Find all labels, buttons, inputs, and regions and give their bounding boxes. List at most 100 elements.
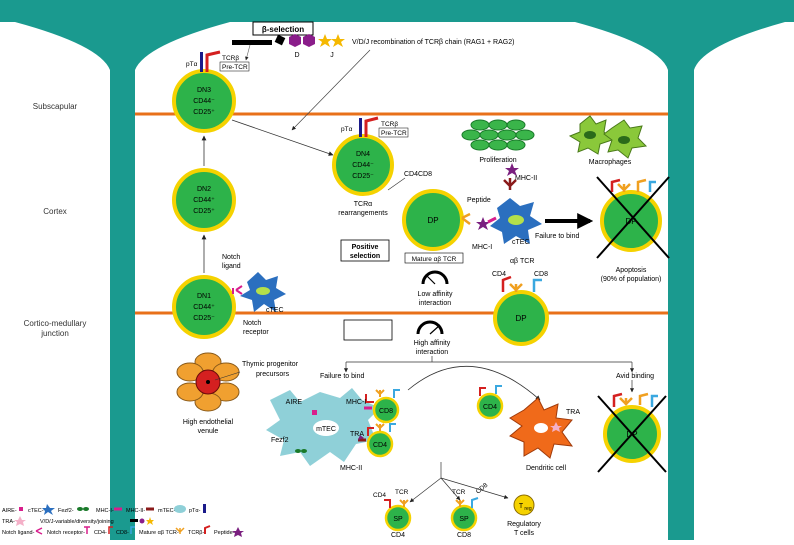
svg-text:precursors: precursors <box>256 371 290 378</box>
beta-selection: β-selection D J V/D/J recombination of T… <box>232 21 514 131</box>
ctec-positive-selection: cTEC <box>490 198 542 246</box>
svg-text:AIRE: AIRE <box>286 399 303 406</box>
svg-text:MHC-I: MHC-I <box>346 399 366 406</box>
svg-text:rearrangements: rearrangements <box>338 210 388 217</box>
svg-text:reg: reg <box>524 506 531 512</box>
mature-ab-tcr-label: Mature αβ TCR <box>412 256 457 263</box>
svg-text:TCRβ: TCRβ <box>381 121 398 128</box>
svg-text:CD8: CD8 <box>457 532 471 539</box>
macrophages: Macrophages <box>568 115 648 166</box>
svg-text:cTEC: cTEC <box>512 239 530 246</box>
svg-text:receptor: receptor <box>243 329 269 336</box>
high-endothelial-venule: Thymic progenitor precursors High endoth… <box>176 352 299 435</box>
svg-text:TCRβ: TCRβ <box>222 55 239 62</box>
mhc-i-label: MHC-I <box>472 244 492 251</box>
dp-apoptosis-cortex: DP Apoptosis (90% of population) <box>596 176 670 283</box>
svg-text:CD44⁺: CD44⁺ <box>193 304 215 311</box>
svg-text:Macrophages: Macrophages <box>589 159 632 166</box>
svg-text:pTα: pTα <box>341 126 353 133</box>
notch-ligand-icon <box>235 285 243 295</box>
dp-cell-junction: DP CD4 αβ TCR CD8 <box>492 258 549 346</box>
sp-cd8-cell: SP TCR CD8 CD8 <box>450 482 490 539</box>
svg-text:Peptide-: Peptide- <box>214 530 235 536</box>
sp-cd4-cell: SP CD4 TCR CD4 <box>373 489 412 539</box>
high-affinity-2: interaction <box>416 349 448 356</box>
svg-text:Thymic progenitor: Thymic progenitor <box>242 361 299 368</box>
svg-text:CD4: CD4 <box>373 492 386 499</box>
dp-apoptosis-medulla: DP <box>597 380 667 473</box>
dendritic-cell: TRA Dendritic cell <box>509 397 580 472</box>
svg-text:Notch ligand-: Notch ligand- <box>2 530 35 536</box>
svg-text:mTEC: mTEC <box>316 426 336 433</box>
svg-text:pTα: pTα <box>186 61 198 68</box>
svg-text:Notch receptor-: Notch receptor- <box>47 530 85 536</box>
svg-text:Fezf2: Fezf2 <box>271 437 289 444</box>
vdj-recombination-text: V/D/J recombination of TCRβ chain (RAG1 … <box>352 39 514 46</box>
high-affinity-1: High affinity <box>414 340 451 347</box>
svg-text:Dendritic cell: Dendritic cell <box>526 465 567 472</box>
svg-text:CD4: CD4 <box>483 404 497 411</box>
svg-text:TCR: TCR <box>452 489 466 496</box>
cd4-cell-mtec: CD4 TRA MHC-II <box>340 423 396 472</box>
svg-text:High endothelial: High endothelial <box>183 419 234 426</box>
svg-text:Pre-TCR: Pre-TCR <box>381 130 407 137</box>
low-affinity-2: interaction <box>419 300 451 307</box>
svg-text:CD25⁺: CD25⁺ <box>193 109 215 116</box>
svg-text:Fezf2-: Fezf2- <box>58 508 74 514</box>
svg-text:TCRβ-: TCRβ- <box>188 530 204 536</box>
svg-text:CD4: CD4 <box>391 532 405 539</box>
svg-text:SP: SP <box>459 516 469 523</box>
svg-text:T: T <box>519 503 524 510</box>
proliferation-cluster: Proliferation <box>461 119 535 164</box>
high-affinity-gauge-icon <box>416 320 444 335</box>
svg-text:TCR: TCR <box>395 489 409 496</box>
svg-text:β-selection: β-selection <box>262 25 304 34</box>
failure-to-bind-medulla: Failure to bind <box>320 373 364 380</box>
svg-text:mTEC-: mTEC- <box>158 508 176 514</box>
svg-text:CD25⁺: CD25⁺ <box>193 208 215 215</box>
pt-alpha-receptor <box>200 52 203 72</box>
zone-subscapular: Subscapular <box>33 102 78 111</box>
svg-text:CD4: CD4 <box>492 271 506 278</box>
svg-text:MHC-II: MHC-II <box>340 465 362 472</box>
svg-text:CD25⁻: CD25⁻ <box>352 173 374 180</box>
zone-junction-1: Cortico-medullary <box>24 319 87 328</box>
low-affinity-gauge-icon <box>421 270 449 285</box>
svg-text:Apoptosis: Apoptosis <box>616 267 647 274</box>
t-reg-cell: T reg Regulatory T cells <box>507 494 541 537</box>
svg-text:T cells: T cells <box>514 530 535 537</box>
svg-text:pTα-: pTα- <box>189 508 201 514</box>
dn2-cell: DN2 CD44⁺ CD25⁺ <box>172 168 236 232</box>
negative-selection-box <box>343 319 393 341</box>
dp-cell-cortex: DP <box>402 189 471 251</box>
avid-binding-label: Avid binding <box>616 373 654 380</box>
dn4-cell: DN4 CD44⁻ CD25⁻ pTα TCRβ Pre-TCR TCRα re… <box>332 116 409 217</box>
cd4-cell-dendritic: CD4 <box>476 385 504 420</box>
svg-text:Mature αβ TCR-: Mature αβ TCR- <box>139 530 179 536</box>
svg-text:Notch: Notch <box>222 254 240 261</box>
legend: AIRE- cTEC- Fezf2- MHC-I- MHC-II- mTEC- … <box>2 504 244 537</box>
svg-text:CD44⁺: CD44⁺ <box>193 197 215 204</box>
dn3-cell: DN3 CD44⁻ CD25⁺ pTα TCRβ Pre-TCR <box>172 50 250 133</box>
failure-to-bind-cortex: Failure to bind <box>535 233 579 240</box>
svg-text:DN3: DN3 <box>197 87 211 94</box>
mtec-cell: mTEC AIRE Fezf2 <box>266 388 380 466</box>
svg-text:Notch: Notch <box>243 320 261 327</box>
svg-text:CD8: CD8 <box>475 482 490 496</box>
low-affinity-1: Low affinity <box>418 291 453 298</box>
svg-text:Pre-TCR: Pre-TCR <box>222 64 248 71</box>
svg-text:CD8: CD8 <box>534 271 548 278</box>
svg-text:DP: DP <box>625 217 636 226</box>
svg-text:ligand: ligand <box>222 263 241 270</box>
svg-text:MHC-II-: MHC-II- <box>126 508 145 514</box>
svg-text:TRA: TRA <box>350 431 364 438</box>
svg-text:venule: venule <box>198 428 219 435</box>
svg-text:DP: DP <box>427 216 438 225</box>
cd4cd8-label: CD4CD8 <box>404 171 432 178</box>
positive-selection-1: Positive <box>352 244 379 251</box>
cd8-cell-mtec: CD8 MHC-I <box>346 389 400 424</box>
svg-text:DN1: DN1 <box>197 293 211 300</box>
mhc-ii-label: MHC-II <box>515 175 537 182</box>
tcr-beta-receptor <box>205 50 221 72</box>
